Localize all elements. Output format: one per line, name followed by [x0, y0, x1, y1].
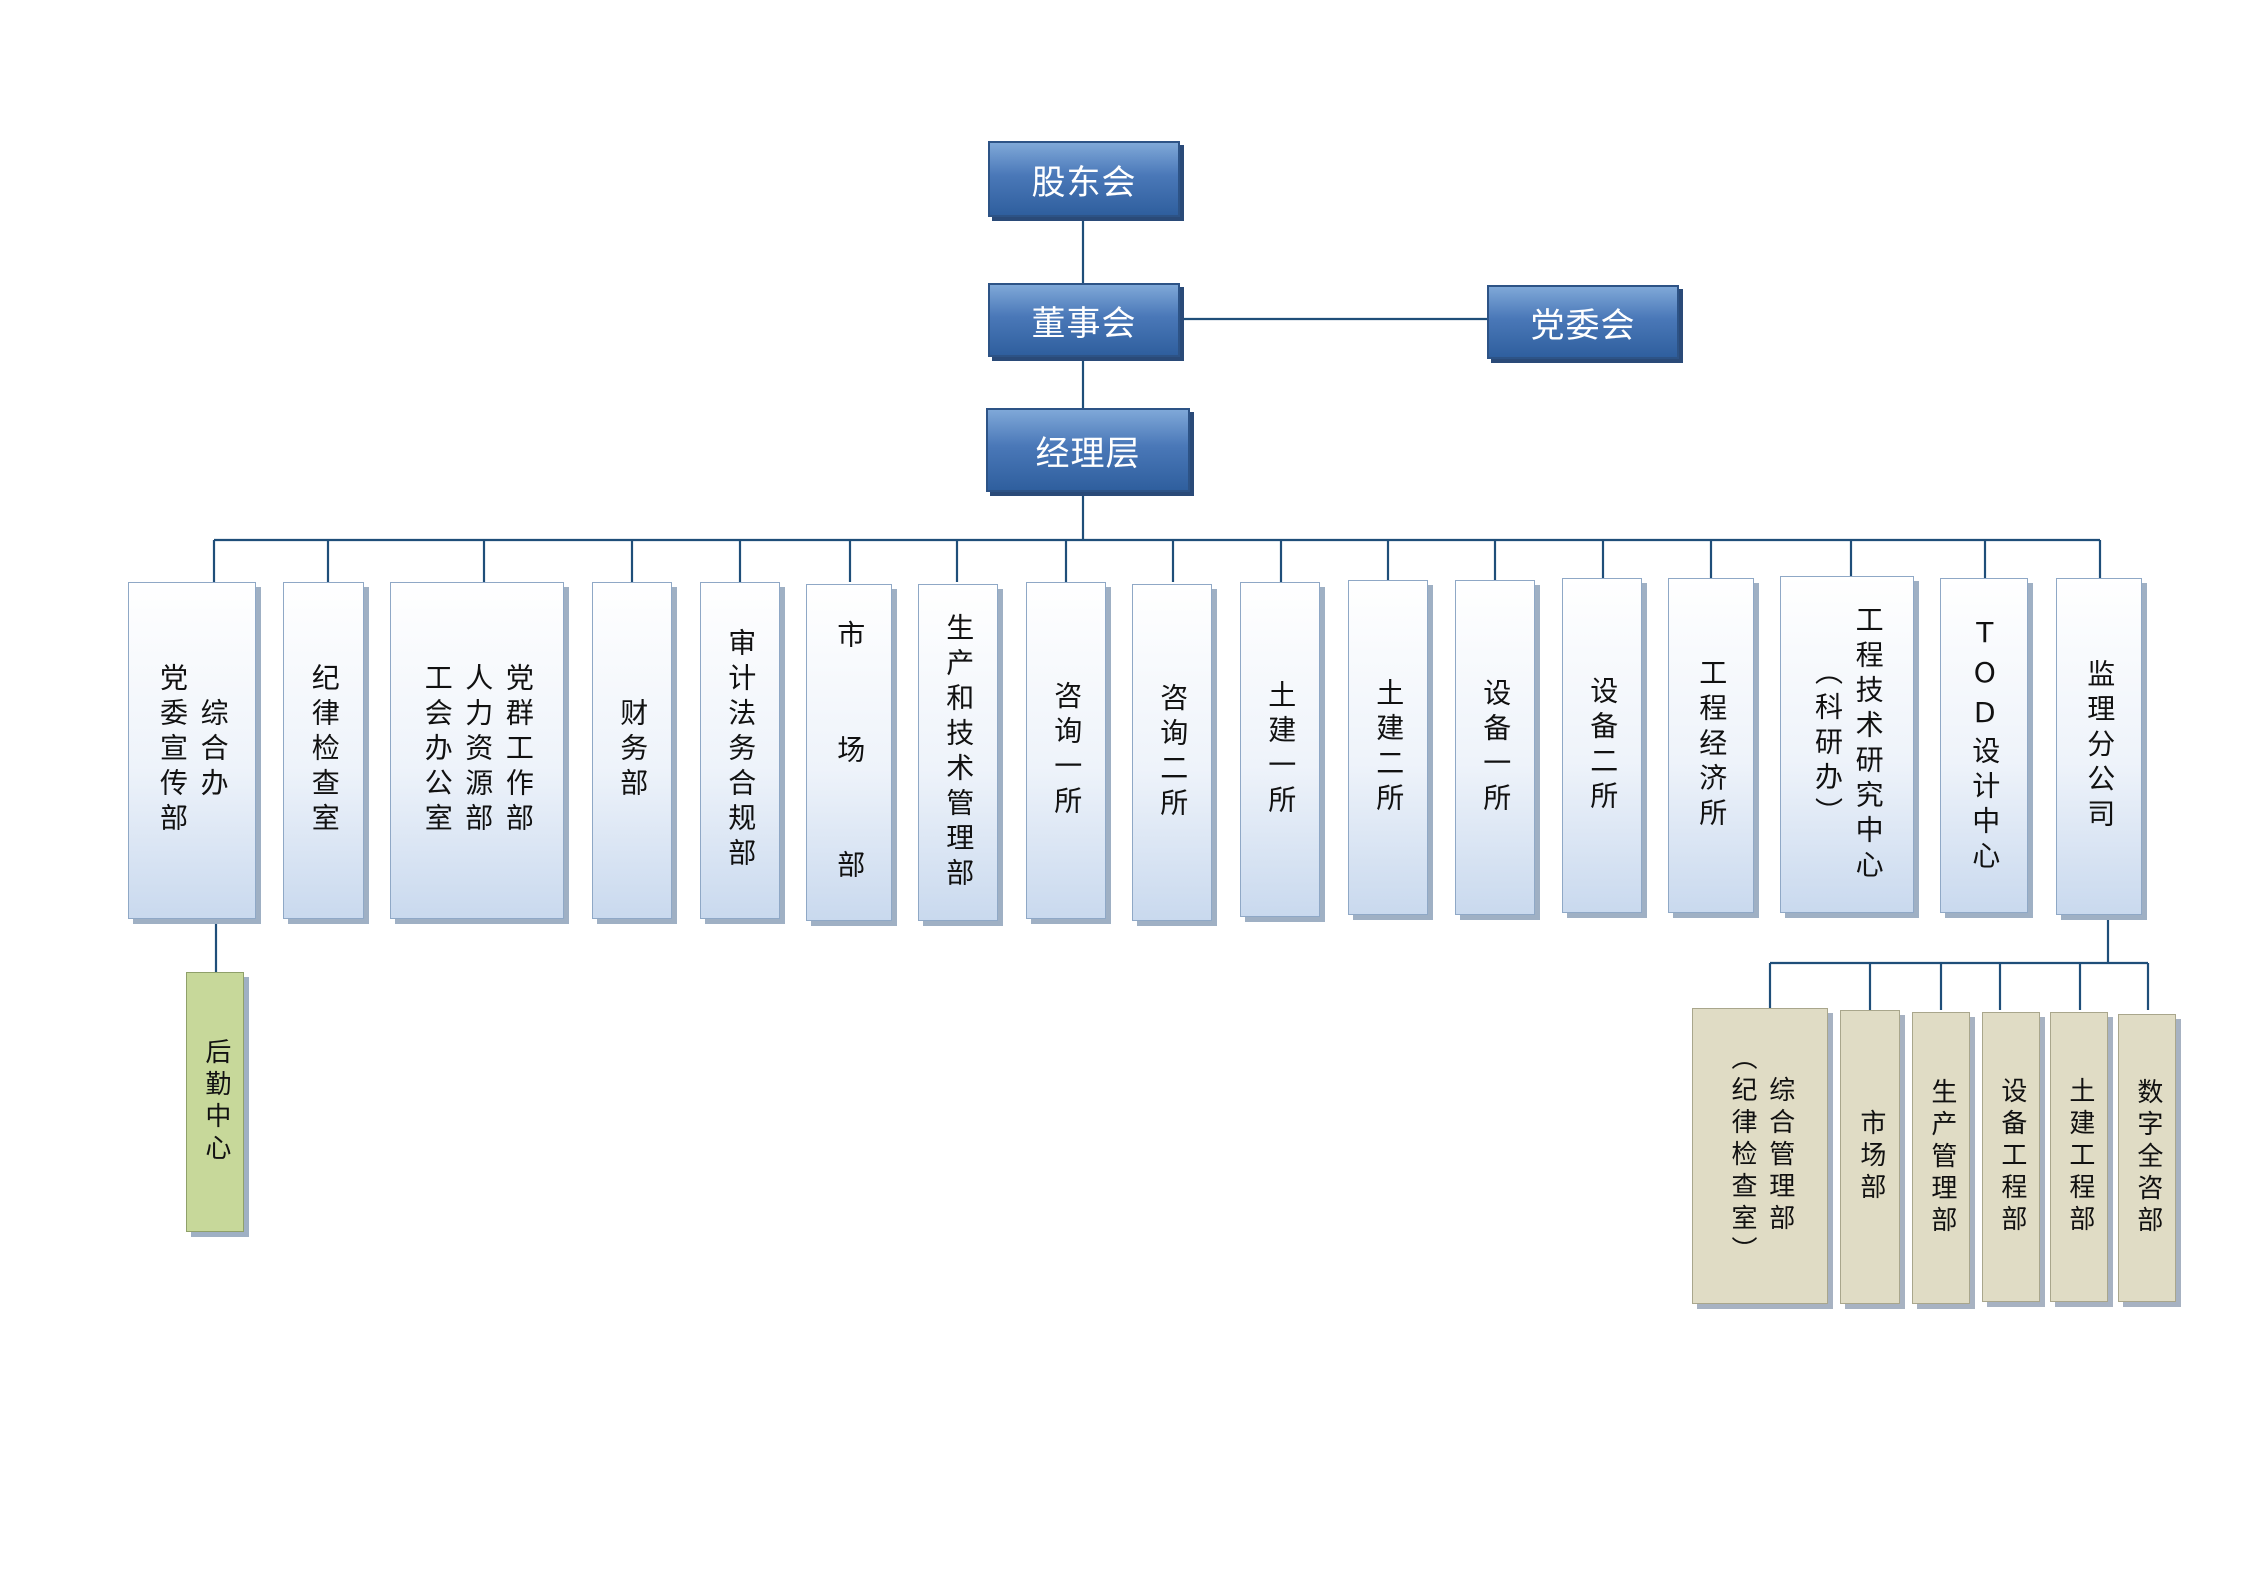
dept-label: 监理分公司: [2083, 659, 2117, 834]
dept-label: 设备一所: [1479, 677, 1513, 818]
dept-label: 财务部: [616, 698, 650, 803]
dept-label: 咨询一所: [1050, 680, 1084, 821]
dept-label: 土建二所: [1372, 677, 1406, 818]
dept-label: 党群工作部 人力资源部 工会办公室: [420, 663, 535, 838]
branch-digital-consulting: 数字全咨部: [2118, 1014, 2176, 1302]
branch-label: 综合管理部 （纪律检查室）: [1727, 1044, 1795, 1268]
dept-tod-design: TOD设计中心: [1940, 578, 2028, 913]
dept-equipment-2: 设备二所: [1562, 578, 1642, 913]
dept-label: 土建一所: [1264, 679, 1298, 820]
dept-engineering-economics: 工程经济所: [1668, 578, 1754, 913]
management-box: 经理层: [986, 408, 1190, 492]
dept-label: 纪律检查室: [307, 663, 341, 838]
dept-label: 市 场 部: [833, 620, 867, 885]
dept-tech-research: 工程技术研究中心 （科研办）: [1780, 576, 1914, 913]
dept-supervision-branch: 监理分公司: [2056, 578, 2142, 915]
dept-label: 工程技术研究中心 （科研办）: [1811, 604, 1885, 885]
dept-market: 市 场 部: [806, 584, 892, 921]
dept-general-office: 综合办 党委宣传部: [128, 582, 256, 919]
dept-audit-legal: 审计法务合规部: [700, 582, 780, 919]
logistics-center-box: 后勤中心: [186, 972, 244, 1232]
branch-civil-engineering: 土建工程部: [2050, 1012, 2108, 1302]
dept-discipline: 纪律检查室: [283, 582, 364, 919]
dept-finance: 财务部: [592, 582, 672, 919]
dept-label: 咨询二所: [1156, 682, 1190, 823]
dept-label: TOD设计中心: [1968, 615, 2002, 876]
branch-label: 设备工程部: [1996, 1077, 2027, 1237]
dept-label: 生产和技术管理部: [942, 612, 976, 893]
branch-general-management: 综合管理部 （纪律检查室）: [1692, 1008, 1828, 1304]
branch-label: 市场部: [1855, 1109, 1886, 1205]
dept-civil-1: 土建一所: [1240, 582, 1320, 917]
dept-label: 工程经济所: [1695, 658, 1729, 833]
branch-market: 市场部: [1840, 1010, 1900, 1304]
branch-production-management: 生产管理部: [1912, 1012, 1970, 1304]
branch-equipment-engineering: 设备工程部: [1982, 1012, 2040, 1302]
dept-civil-2: 土建二所: [1348, 580, 1428, 915]
shareholders-box: 股东会: [988, 141, 1180, 217]
dept-production-tech: 生产和技术管理部: [918, 584, 998, 921]
branch-label: 生产管理部: [1926, 1078, 1957, 1238]
branch-label: 数字全咨部: [2132, 1078, 2163, 1238]
dept-consulting-2: 咨询二所: [1132, 584, 1212, 921]
party-committee-box: 党委会: [1487, 285, 1679, 359]
dept-label: 综合办 党委宣传部: [156, 663, 230, 838]
dept-consulting-1: 咨询一所: [1026, 582, 1106, 919]
dept-party-hr: 党群工作部 人力资源部 工会办公室: [390, 582, 564, 919]
dept-label: 设备二所: [1586, 675, 1620, 816]
branch-label: 土建工程部: [2064, 1077, 2095, 1237]
dept-equipment-1: 设备一所: [1455, 580, 1535, 915]
logistics-label: 后勤中心: [200, 1038, 231, 1166]
dept-label: 审计法务合规部: [724, 628, 758, 873]
board-box: 董事会: [988, 283, 1180, 357]
